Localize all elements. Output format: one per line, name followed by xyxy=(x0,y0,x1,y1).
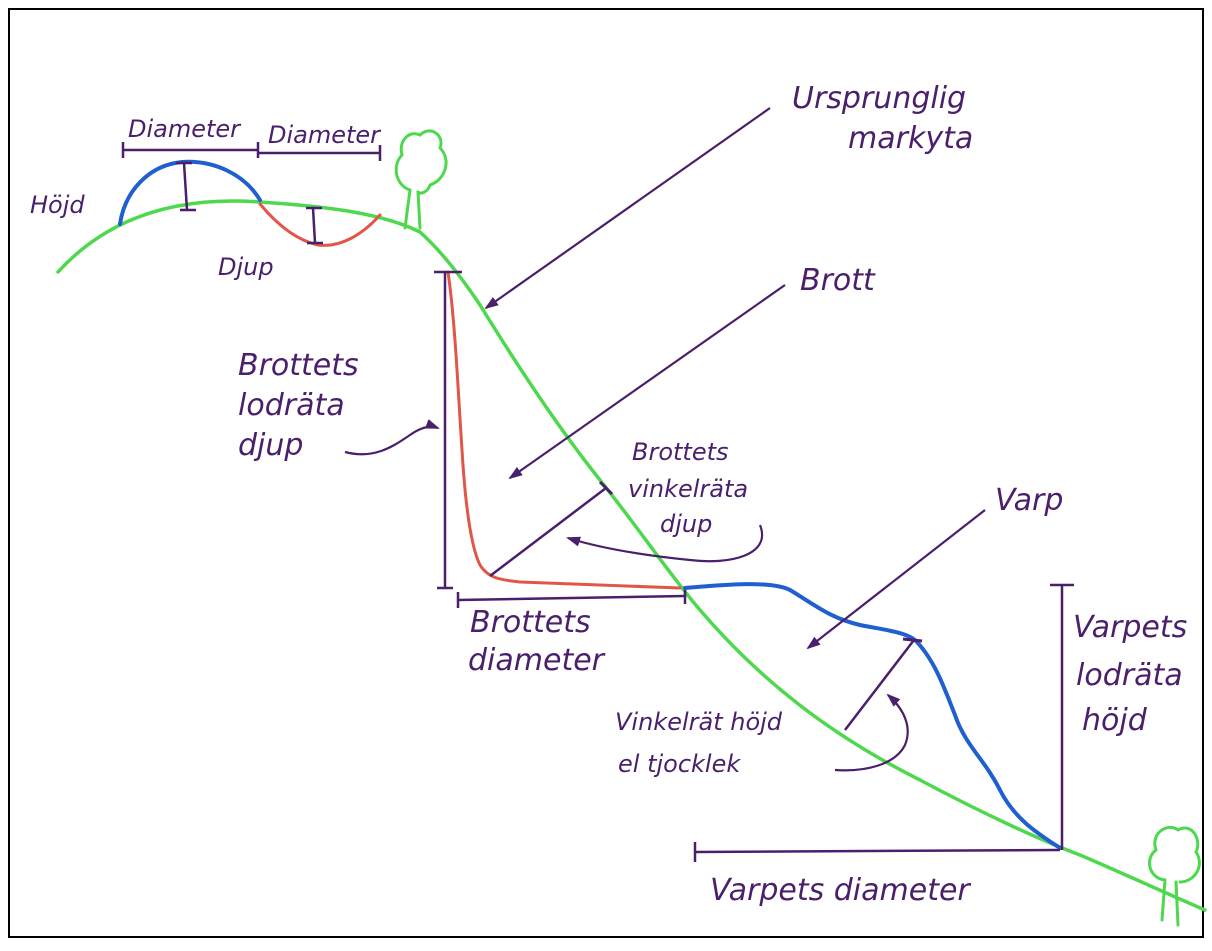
quarry-perp-depth-label-3: djup xyxy=(660,510,712,538)
depth-label: Djup xyxy=(218,253,274,281)
quarry-diameter-label-2: diameter xyxy=(468,643,606,678)
quarry-perp-depth-label-2: vinkelräta xyxy=(628,475,748,503)
quarry-diameter-label-1: Brottets xyxy=(470,605,591,640)
quarry-outline xyxy=(446,270,682,590)
quarry-vertical-depth-label-2: lodräta xyxy=(238,388,345,423)
arrow-quarry-vertical-depth xyxy=(344,419,440,456)
mound-height-marker xyxy=(176,161,196,212)
waste-diameter-dimension xyxy=(693,842,1061,862)
annotation-arrows xyxy=(344,107,986,772)
pit-depth-marker xyxy=(306,206,323,245)
perp-height-label-1: Vinkelrät höjd xyxy=(615,708,783,736)
arrow-waste-heap xyxy=(806,509,986,650)
waste-heap-label: Varp xyxy=(995,483,1063,518)
tree-icon xyxy=(1148,825,1201,927)
waste-vertical-height-label-2: lodräta xyxy=(1076,658,1183,693)
quarry-diameter-dimension xyxy=(456,588,687,608)
quarry-vertical-depth-label-1: Brottets xyxy=(238,348,359,383)
ground-surface-line xyxy=(56,199,1207,912)
perp-height-label-2: el tjocklek xyxy=(618,750,741,778)
quarry-label: Brott xyxy=(800,263,876,298)
original-surface-label-1: Ursprunglig xyxy=(792,81,966,116)
waste-vertical-height-label-3: höjd xyxy=(1082,703,1148,738)
pit-diameter-label: Diameter xyxy=(268,121,382,149)
arrow-quarry-perp-depth xyxy=(566,524,764,563)
waste-perpendicular-height-tick xyxy=(902,637,923,643)
quarry-perpendicular-depth-tick xyxy=(598,480,614,496)
arrow-perp-height xyxy=(834,693,909,772)
quarry-vertical-depth-label-3: djup xyxy=(238,428,303,463)
arrow-quarry xyxy=(508,284,786,480)
tree-icon xyxy=(394,129,448,230)
small-pit-outline xyxy=(258,202,382,247)
original-surface-label-2: markyta xyxy=(848,121,973,156)
quarry-perpendicular-depth-line xyxy=(489,487,607,577)
height-label: Höjd xyxy=(30,191,85,219)
quarry-vertical-depth-dimension xyxy=(434,270,462,590)
waste-diameter-label: Varpets diameter xyxy=(710,873,971,908)
pit-diameter-dimension xyxy=(258,145,382,161)
mound-diameter-label: Diameter xyxy=(128,115,242,143)
mound-diameter-dimension xyxy=(121,142,260,158)
waste-perpendicular-height-line xyxy=(844,639,915,731)
arrow-original-surface xyxy=(484,107,771,310)
waste-vertical-height-dimension xyxy=(1050,583,1074,850)
waste-vertical-height-label-1: Varpets xyxy=(1073,610,1187,645)
quarry-perp-depth-label-1: Brottets xyxy=(632,438,729,466)
frame-border xyxy=(8,8,1204,938)
